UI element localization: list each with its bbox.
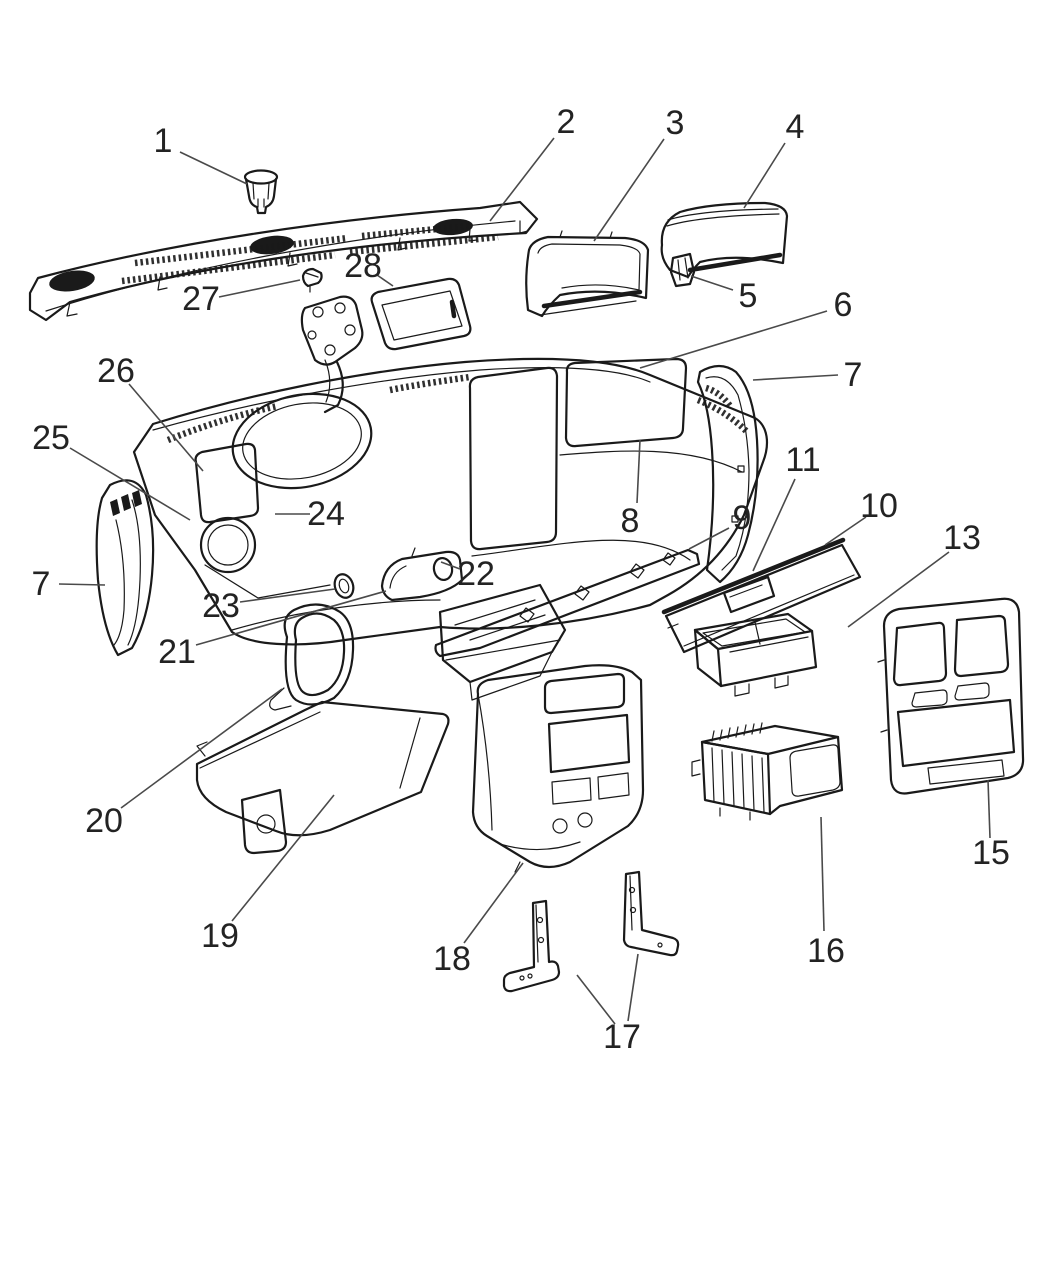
part-instrument-panel-main <box>132 357 769 646</box>
callout-label-10: 10 <box>860 487 898 525</box>
callout-leader-5 <box>690 275 734 291</box>
callout-leader-4 <box>743 142 786 209</box>
part-center-duct <box>438 583 567 701</box>
part-grommet-ring <box>333 573 355 599</box>
callout-leader-8 <box>636 439 641 504</box>
part-display-screen <box>370 277 472 351</box>
callout-leader-22 <box>440 561 461 570</box>
callout-leader-13 <box>847 551 950 628</box>
callout-label-17: 17 <box>603 1018 641 1056</box>
part-knee-blocker-panel <box>195 700 450 855</box>
part-end-cap-left <box>95 479 155 657</box>
callout-label-16: 16 <box>807 932 845 970</box>
part-passenger-upper-hood <box>660 201 789 279</box>
callout-label-18: 18 <box>433 940 471 978</box>
callout-label-5: 5 <box>739 277 758 315</box>
part-radio-hvac-unit <box>691 722 844 821</box>
callout-leader-7-right <box>752 374 839 381</box>
callout-leader-19 <box>231 794 335 922</box>
callout-label-15: 15 <box>972 834 1010 872</box>
callout-leader-18 <box>463 862 524 944</box>
callout-leader-1 <box>179 151 248 185</box>
callout-label-1: 1 <box>154 122 173 160</box>
callout-leader-17 <box>576 974 616 1025</box>
part-sensor-bracket <box>300 295 364 414</box>
part-push-clip <box>301 267 323 293</box>
part-column-opening-scoop <box>380 547 464 602</box>
callout-label-6: 6 <box>834 286 853 324</box>
callout-leader-6 <box>639 310 828 369</box>
callout-leader-9 <box>688 527 730 550</box>
callout-leader-17-1 <box>627 953 639 1022</box>
part-glove-box-door <box>661 537 862 654</box>
callout-label-28: 28 <box>344 247 382 285</box>
callout-leader-26 <box>128 383 204 472</box>
callout-label-24: 24 <box>307 495 345 533</box>
callout-leader-3 <box>593 138 665 242</box>
part-column-opening-cover <box>269 603 355 711</box>
callout-label-21: 21 <box>158 633 196 671</box>
callout-leader-23 <box>239 588 336 603</box>
callout-label-22: 22 <box>457 555 495 593</box>
callout-leader-25 <box>69 447 191 521</box>
part-glove-box-latch <box>722 575 776 614</box>
callout-leader-20 <box>120 688 283 809</box>
callout-leader-15 <box>987 779 991 839</box>
callout-leader-27 <box>218 279 301 298</box>
callout-leader-28 <box>376 274 394 287</box>
callout-label-7-right: 7 <box>844 356 863 394</box>
part-cluster-hood-bezel <box>525 230 650 318</box>
callout-leader-10 <box>824 516 867 546</box>
part-lower-reinforcement-rail <box>434 548 701 661</box>
part-mounting-brackets <box>502 870 680 993</box>
callout-leader-2 <box>489 137 555 222</box>
callout-label-8: 8 <box>621 502 640 540</box>
callout-label-13: 13 <box>943 519 981 557</box>
callout-label-7-left: 7 <box>32 565 51 603</box>
callout-label-19: 19 <box>201 917 239 955</box>
part-storage-bin <box>693 612 818 697</box>
part-hood-clip-bracket <box>669 252 696 288</box>
callout-label-9: 9 <box>733 499 752 537</box>
callout-label-2: 2 <box>557 103 576 141</box>
callout-leader-11 <box>752 478 796 572</box>
callout-label-27: 27 <box>182 280 220 318</box>
callout-label-26: 26 <box>97 352 135 390</box>
callout-label-11: 11 <box>785 441 820 479</box>
part-end-cap-right <box>696 364 759 584</box>
callout-label-20: 20 <box>85 802 123 840</box>
part-center-stack-bezel <box>877 597 1025 795</box>
callout-label-25: 25 <box>32 419 70 457</box>
callout-leader-21 <box>195 590 387 646</box>
callout-leader-7-left <box>58 583 106 586</box>
part-push-pin-retainer <box>243 169 279 215</box>
part-center-stack-trim <box>471 664 645 873</box>
callout-label-4: 4 <box>786 108 805 146</box>
callout-label-3: 3 <box>666 104 685 142</box>
part-defroster-grille-panel <box>28 200 539 322</box>
callout-label-23: 23 <box>202 587 240 625</box>
callout-leader-16 <box>820 816 825 932</box>
